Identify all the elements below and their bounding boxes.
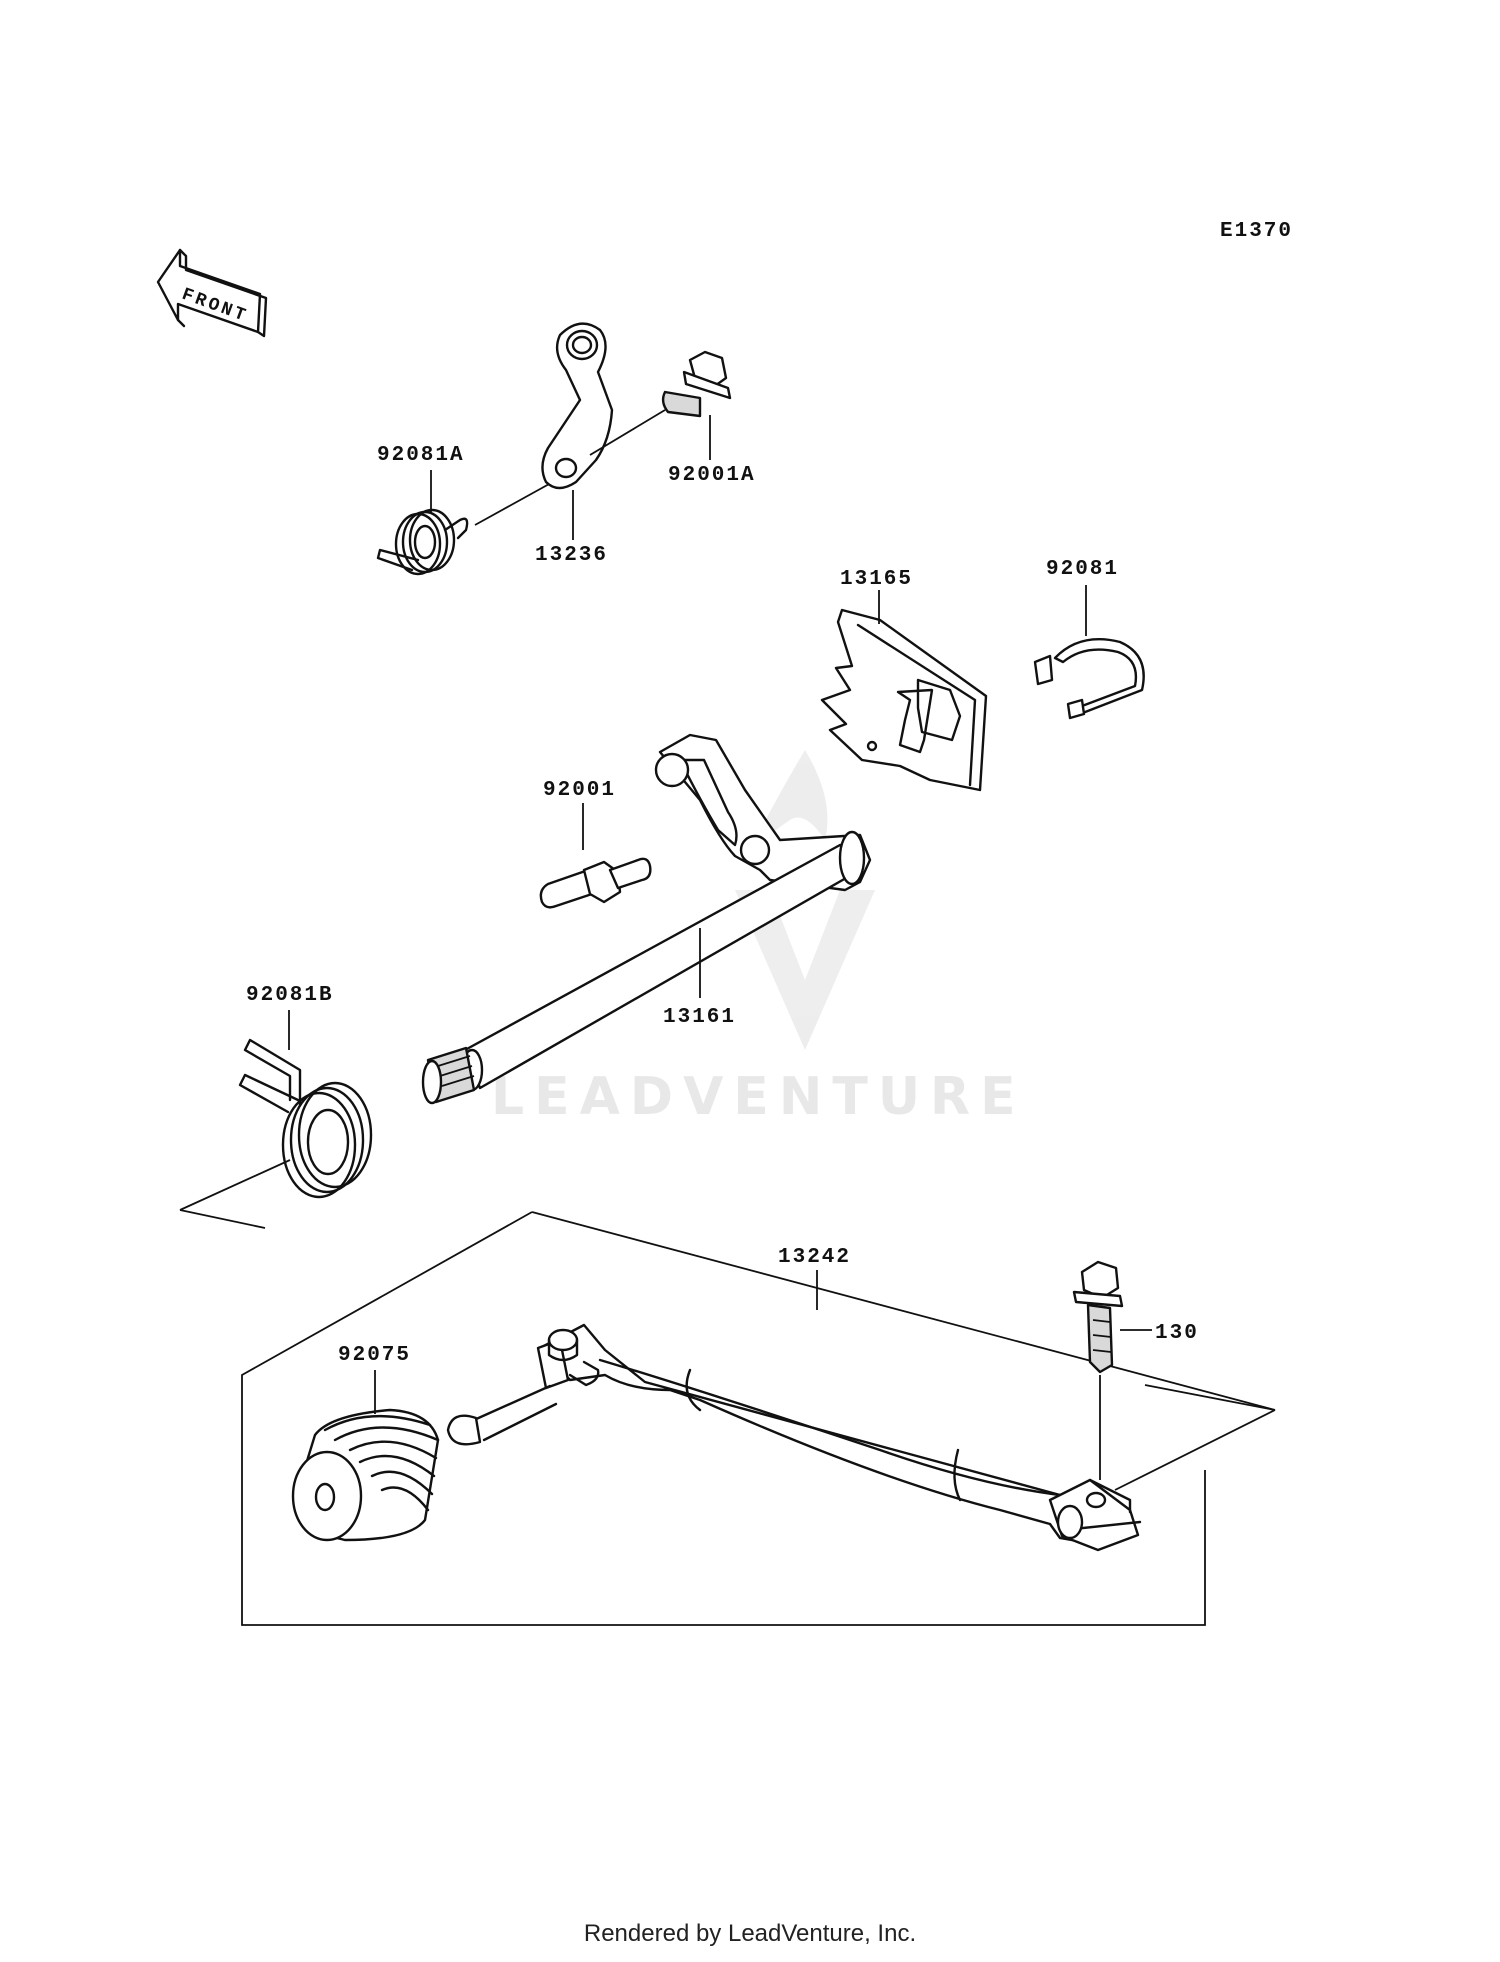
label-92081A: 92081A [377, 444, 465, 467]
part-13236-arm [541, 322, 666, 540]
part-92081-clip [1033, 585, 1145, 720]
part-13161-shaft [421, 733, 872, 1105]
label-92001A: 92001A [668, 464, 756, 487]
watermark-text: LEADVENTURE [491, 1067, 1026, 1127]
front-arrow-icon: FRONT [156, 248, 268, 338]
part-92075-rubber [291, 1370, 440, 1542]
part-13242-lever [446, 1270, 1142, 1552]
label-13242: 13242 [778, 1246, 851, 1269]
label-13161: 13161 [663, 1006, 736, 1029]
label-92081: 92081 [1046, 558, 1119, 581]
label-92081B: 92081B [246, 984, 334, 1007]
part-92001A-bolt [661, 350, 732, 460]
label-92001: 92001 [543, 779, 616, 802]
part-13165-plate [820, 590, 988, 792]
leadventure-watermark: LEADVENTURE [491, 750, 1026, 1127]
diagram-code: E1370 [1220, 220, 1293, 243]
label-13236: 13236 [535, 544, 608, 567]
assembly-frame [241, 1211, 1206, 1626]
part-92081B-spring [179, 1010, 373, 1229]
footer-credit: Rendered by LeadVenture, Inc. [583, 1920, 917, 1947]
label-92075: 92075 [338, 1344, 411, 1367]
label-13165: 13165 [840, 568, 913, 591]
label-130: 130 [1155, 1322, 1199, 1345]
part-130-bolt [1072, 1260, 1152, 1480]
part-92081A-spring [376, 470, 561, 576]
part-92001-stud [539, 803, 652, 909]
